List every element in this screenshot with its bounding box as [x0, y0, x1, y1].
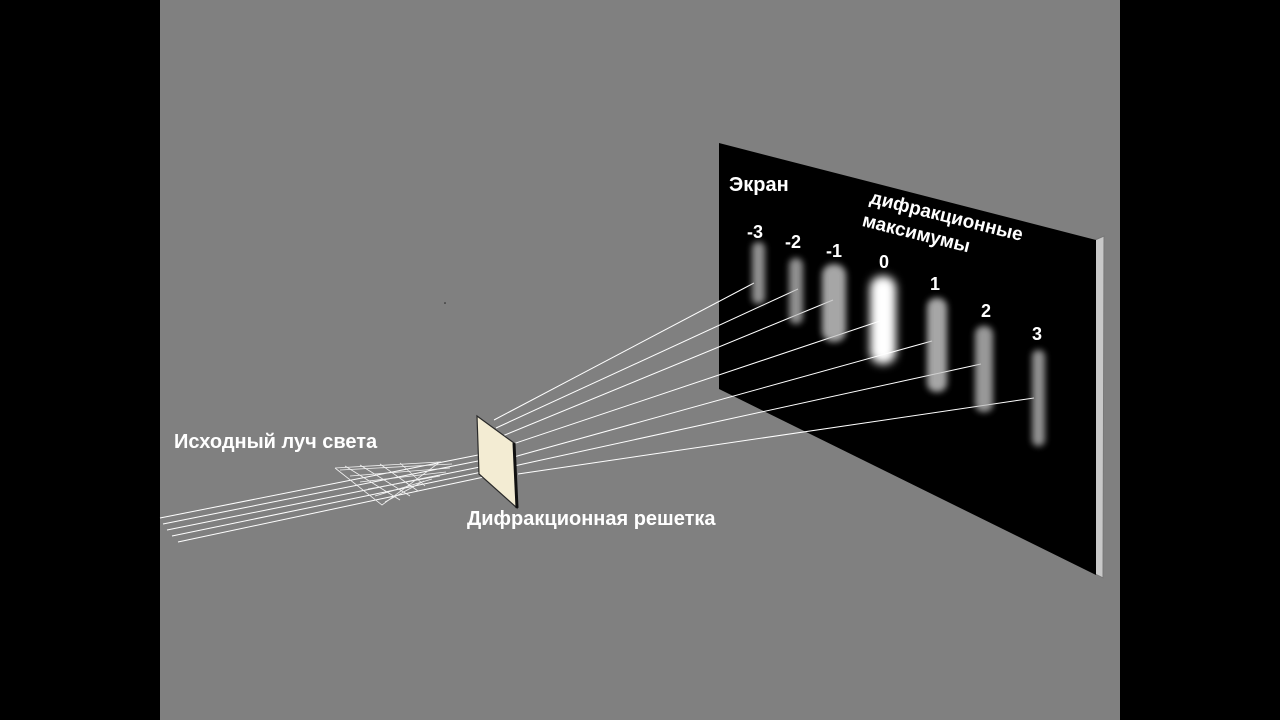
maximum-spot-3 [1032, 350, 1045, 446]
maxima-spots [752, 242, 1045, 446]
order-label: 3 [1032, 324, 1042, 344]
source-beam-label: Исходный луч света [174, 431, 378, 453]
diffraction-grating [476, 414, 518, 510]
incoming-beam [159, 454, 485, 543]
beam-cone [334, 461, 453, 506]
screen-label: Экран [729, 174, 789, 196]
order-label: -3 [747, 222, 763, 242]
order-labels: -3 -2 -1 0 1 2 3 [747, 222, 1042, 344]
diffracted-rays [493, 282, 1035, 475]
speck [444, 302, 446, 304]
order-label: -2 [785, 232, 801, 252]
maximum-spot-minus2 [789, 258, 803, 324]
screen [719, 143, 1096, 575]
grating-edge [512, 442, 519, 509]
maximum-spot-2 [975, 326, 993, 412]
grating-label: Дифракционная решетка [467, 508, 716, 530]
maximum-spot-minus1 [822, 264, 846, 342]
order-label: 1 [930, 274, 940, 294]
screen-edge [1094, 235, 1105, 579]
order-label: -1 [826, 241, 842, 261]
maximum-spot-1 [927, 298, 947, 392]
maximum-spot-minus3 [752, 242, 765, 304]
order-label: 0 [879, 252, 889, 272]
maximum-spot-0 [870, 276, 896, 364]
order-label: 2 [981, 301, 991, 321]
